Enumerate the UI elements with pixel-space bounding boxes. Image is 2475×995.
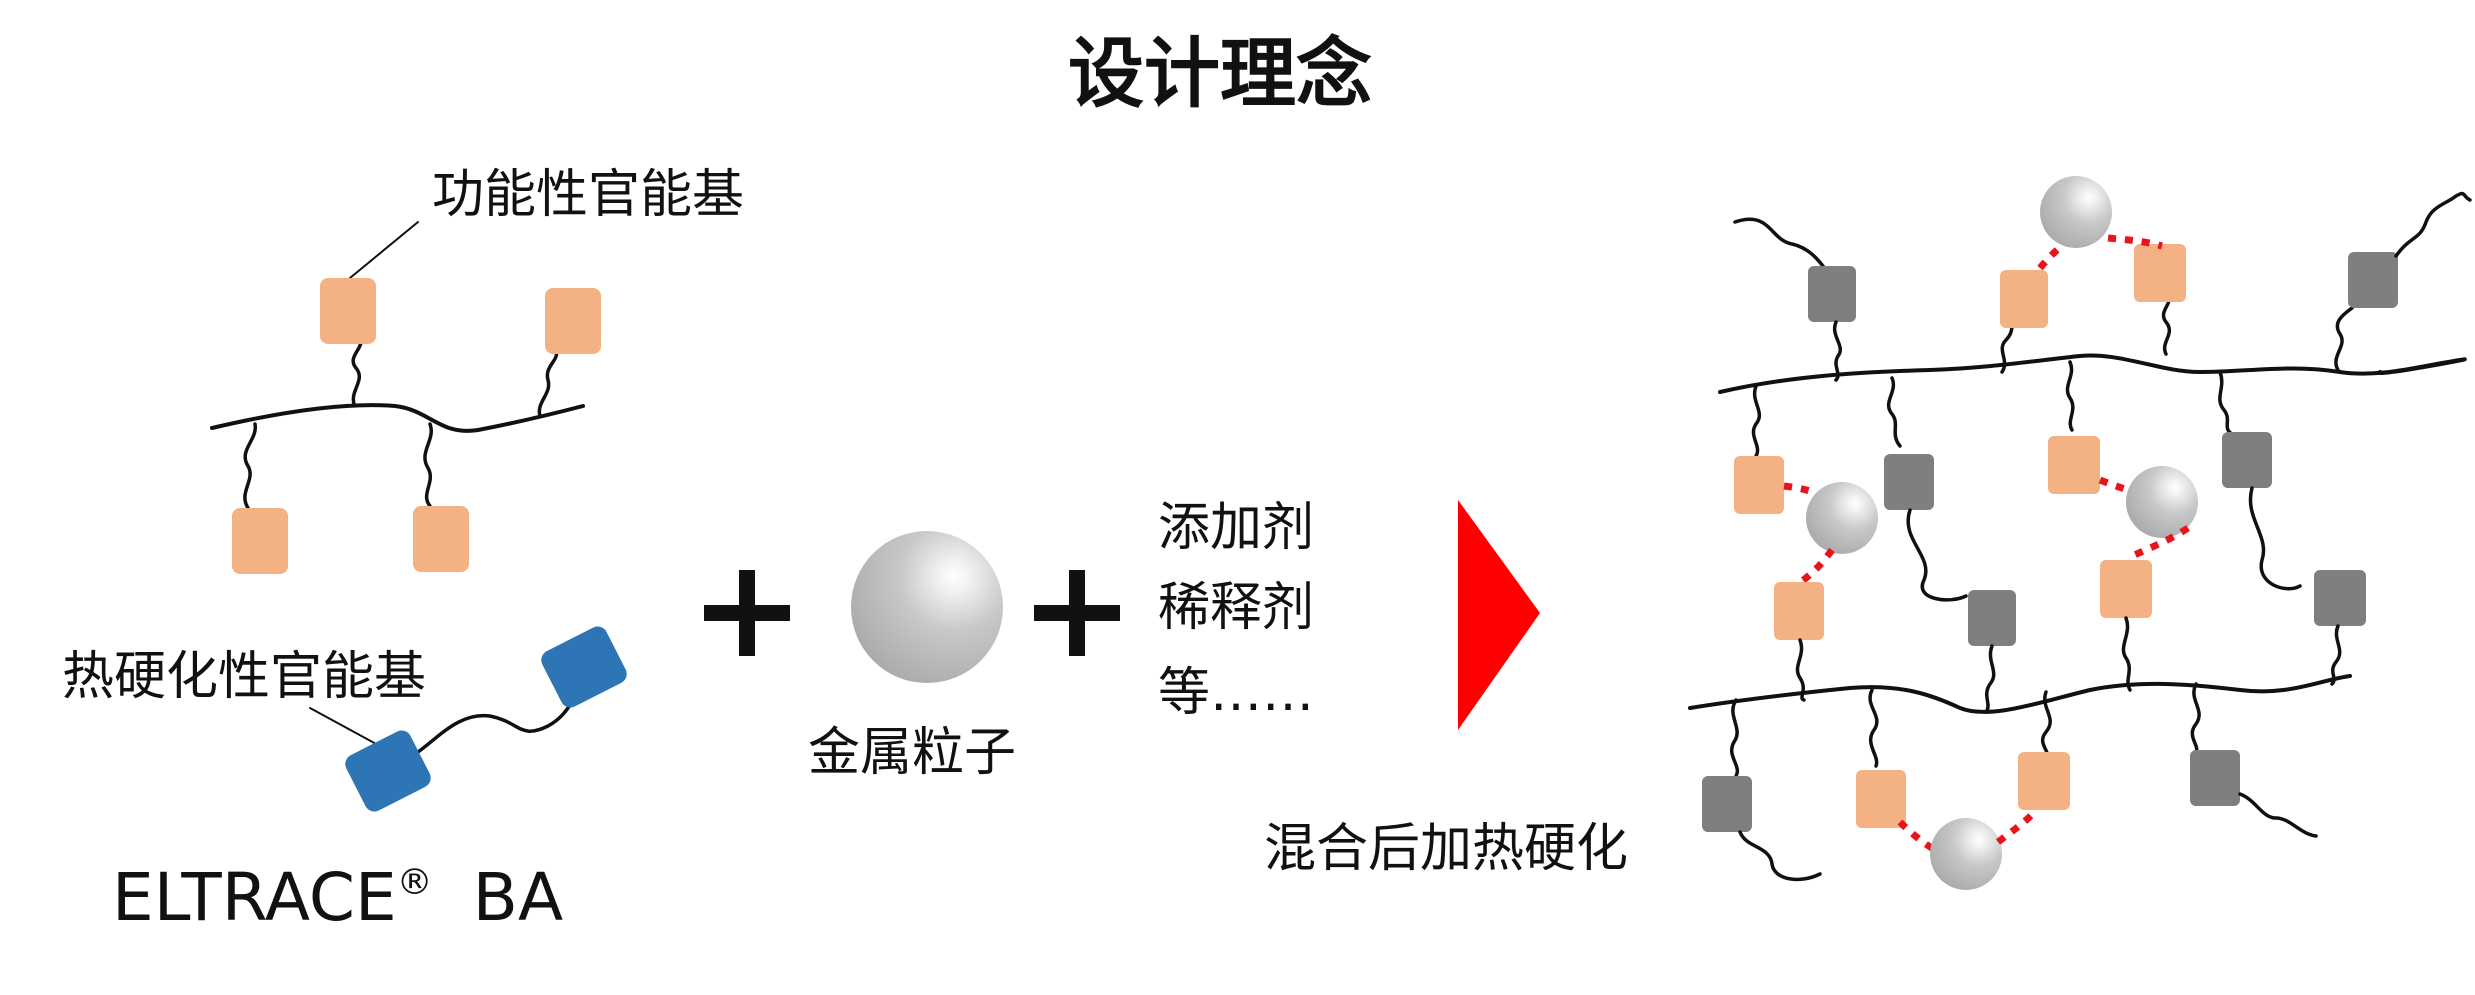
functional-group-square — [2048, 436, 2100, 494]
additive-label: 添加剂 — [1158, 498, 1314, 558]
side-chain — [1886, 376, 1902, 448]
side-chain — [1751, 384, 1762, 458]
cured-group-square — [1968, 590, 2016, 646]
side-chain — [2394, 191, 2472, 258]
side-chain — [537, 348, 559, 418]
side-chain — [2238, 792, 2318, 838]
side-chain — [1984, 644, 1996, 714]
additives-label: 添加剂 稀释剂 等…… — [1158, 498, 1314, 723]
result-label: 混合后加热硬化 — [1264, 819, 1628, 879]
side-chain — [2218, 370, 2234, 436]
metal-particle-sphere — [851, 531, 1003, 683]
bond — [1995, 807, 2039, 845]
metal-particle-sphere — [2126, 466, 2198, 538]
side-chain — [1906, 508, 1968, 602]
plus-icon — [704, 570, 790, 656]
side-chain — [1868, 688, 1879, 768]
side-chain — [423, 422, 433, 508]
product-name: ELTRACE® BA — [112, 859, 563, 936]
side-chain — [2121, 616, 2132, 692]
side-chain — [2190, 682, 2201, 754]
backbone-chain — [1718, 353, 2467, 394]
metal-particle-sphere — [1806, 482, 1878, 554]
cured-group-square — [2222, 432, 2272, 488]
functional-group-square — [2134, 244, 2186, 302]
functional-group-square — [2000, 270, 2048, 328]
side-chain — [2065, 360, 2075, 432]
side-chain — [2334, 306, 2354, 372]
functional-group-square — [1734, 456, 1784, 514]
backbone-chain — [210, 403, 585, 433]
functional-group-square — [2100, 560, 2152, 618]
bond — [1795, 547, 1835, 587]
side-chain — [1733, 217, 1828, 272]
side-chain — [1832, 320, 1842, 382]
cured-group-square — [2190, 750, 2240, 806]
functional-group-square — [2018, 752, 2070, 810]
side-chain — [1738, 830, 1822, 882]
thermosetting-group-leader-line — [309, 707, 379, 746]
cured-group-square — [1808, 266, 1856, 322]
diluent-label: 稀释剂 — [1158, 578, 1314, 638]
metal-particle-sphere — [2040, 176, 2112, 248]
side-chain — [1730, 698, 1740, 778]
functional-group-square — [413, 506, 469, 572]
red-triangle-arrow-icon — [1458, 500, 1540, 730]
backbone-chain — [1688, 674, 2352, 714]
eltrace-ba-molecule: 功能性官能基 热硬化性官能基 ELTRACE® BA — [62, 165, 744, 936]
side-chain — [2248, 486, 2302, 591]
functional-group-square — [545, 288, 601, 354]
functional-group-square — [1856, 770, 1906, 828]
plus-icon — [1034, 570, 1120, 656]
cured-group-square — [1884, 454, 1934, 510]
side-chain — [2161, 296, 2172, 356]
cured-group-square — [1702, 776, 1752, 832]
page-title: 设计理念 — [1068, 29, 1372, 118]
functional-group-square — [232, 508, 288, 574]
thermosetting-group-label: 热硬化性官能基 — [62, 647, 426, 707]
side-chain — [1795, 638, 1806, 702]
functional-group-label: 功能性官能基 — [432, 165, 744, 225]
bond — [2107, 234, 2163, 250]
side-chain — [243, 422, 257, 510]
registered-mark: ® — [397, 862, 433, 903]
thermosetting-group-square — [541, 626, 627, 708]
thermosetting-group-square — [345, 730, 431, 812]
bond — [2130, 525, 2190, 560]
product-suffix: BA — [473, 859, 563, 936]
cured-group-square — [2314, 570, 2366, 626]
metal-particle-label: 金属粒子 — [808, 723, 1016, 783]
product-brand: ELTRACE — [112, 859, 397, 936]
side-chain — [351, 334, 363, 406]
functional-group-leader-line — [349, 221, 419, 279]
functional-group-square — [320, 278, 376, 344]
side-chain — [2330, 624, 2342, 686]
etc-label: 等…… — [1158, 663, 1314, 723]
functional-group-square — [1774, 582, 1824, 640]
thermosetting-linker — [416, 686, 586, 754]
cured-network — [1688, 176, 2472, 890]
cured-group-square — [2348, 252, 2398, 308]
metal-particle-sphere — [1930, 818, 2002, 890]
